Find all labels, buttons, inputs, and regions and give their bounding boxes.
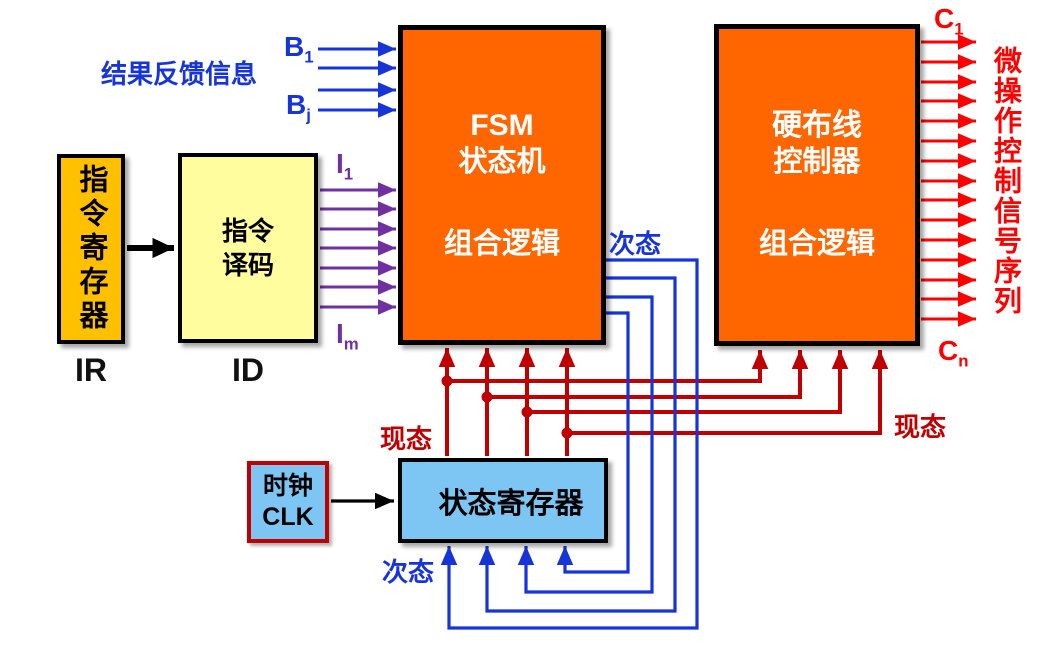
next-state-label-bottom: 次态 [382,557,435,587]
current-state-label-left: 现态 [380,424,433,454]
feedback-label: 结果反馈信息 [101,59,258,89]
current-state-label-right: 现态 [894,412,947,442]
state-register-box: 状态寄存器 [398,458,608,543]
signal-label-b1: B1 [284,31,314,67]
hardwired-subtitle: 控制器 [773,146,861,178]
micro-operation-signal-label: 微操作控制信号序列 [991,46,1022,316]
fsm-subtitle: 状态机 [458,146,546,178]
current-state-net [438,348,889,456]
signal-label-c1: C1 [934,3,964,39]
control-output-arrows [921,34,976,327]
junction-dots [441,375,573,439]
signal-label-im: Im [336,318,359,354]
instruction-decoder-box: 指令 译码 [178,153,318,343]
hardwired-title: 硬布线 [772,109,862,142]
clock-label-en: CLK [262,503,314,531]
next-state-label-top: 次态 [609,229,662,259]
id-caption: ID [232,352,264,388]
hardwired-controller-box: 硬布线 控制器 组合逻辑 [714,24,920,346]
next-state-net [440,258,699,630]
feedback-input-arrows [318,41,396,118]
clock-box: 时钟 CLK [247,461,329,543]
instruction-decoder-line1: 指令 [221,216,274,246]
instruction-register-box: 指令寄存器 [57,154,125,344]
fsm-logic-label: 组合逻辑 [443,228,560,260]
instruction-decoder-line2: 译码 [221,250,274,280]
fsm-title: FSM [470,109,534,142]
decoder-output-arrows [320,182,396,315]
instruction-register-label: 指令寄存器 [75,164,107,334]
hardwired-logic-label: 组合逻辑 [758,228,875,260]
signal-label-bj: Bj [286,89,311,125]
state-register-label: 状态寄存器 [438,487,584,520]
fsm-combinational-logic-box: FSM 状态机 组合逻辑 [398,25,606,345]
signal-label-cn: Cn [938,335,969,371]
clock-label-cn: 时钟 [262,472,313,500]
signal-label-i1: I1 [336,148,354,184]
ir-caption: IR [75,352,107,388]
